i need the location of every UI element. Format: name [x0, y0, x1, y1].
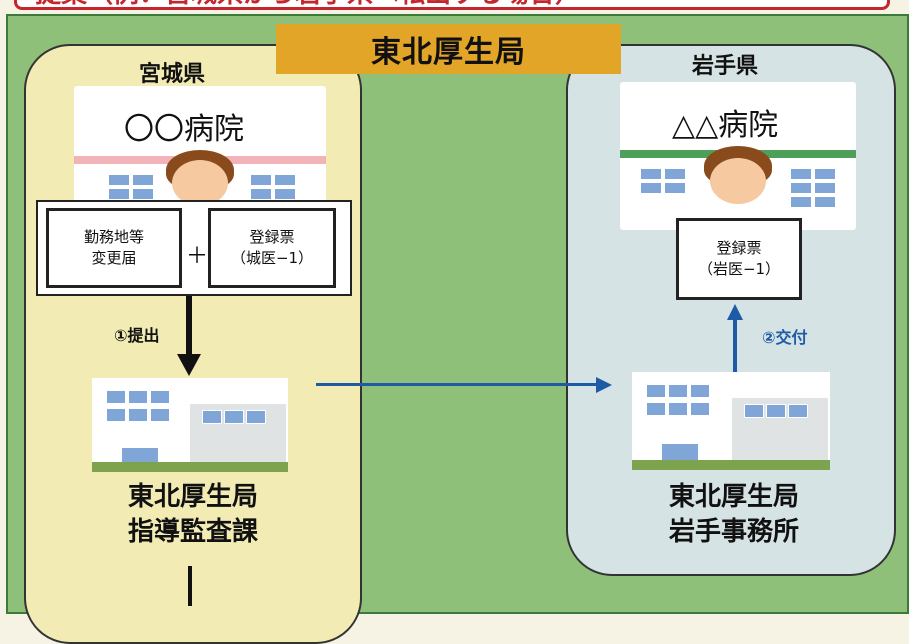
change-notice-line2: 変更届 — [91, 249, 137, 267]
issue-step-label: ②交付 — [762, 328, 808, 347]
iwate-label: 岩手県 — [692, 54, 759, 79]
issue-arrow-shaft — [733, 318, 737, 388]
issue-arrow-head-icon — [727, 304, 743, 320]
iwate-office-name: 東北厚生局 岩手事務所 — [636, 480, 832, 550]
change-notice-line1: 勤務地等 — [83, 228, 144, 246]
iwate-hospital-name: △△病院 — [672, 108, 779, 143]
transfer-arrow-shaft — [316, 383, 598, 386]
iwate-office-building-icon — [632, 372, 830, 470]
miyagi-office-line2: 指導監査課 — [127, 517, 258, 548]
iwate-registration-document: 登録票 （岩医−1） — [676, 218, 802, 300]
iwate-registration-line2: （岩医−1） — [697, 260, 781, 278]
plus-sign: ＋ — [186, 244, 209, 269]
change-notice-document: 勤務地等 変更届 — [46, 208, 182, 288]
iwate-office-line2: 岩手事務所 — [668, 517, 799, 548]
banner-text: 提案（例：宮城県から岩手県へ転出する場合） — [35, 0, 581, 7]
miyagi-registration-document: 登録票 （城医−1） — [208, 208, 336, 288]
top-banner: 提案（例：宮城県から岩手県へ転出する場合） — [14, 0, 890, 10]
submit-step-label: ①提出 — [114, 326, 160, 345]
title-bar: 東北厚生局 — [276, 24, 621, 74]
miyagi-office-building-icon — [92, 378, 288, 472]
miyagi-office-line1: 東北厚生局 — [127, 482, 258, 512]
miyagi-registration-line2: （城医−1） — [230, 249, 314, 267]
iwate-staff-avatar — [698, 146, 778, 216]
iwate-registration-line1: 登録票 — [716, 239, 762, 257]
miyagi-hospital-name: 〇〇病院 — [124, 112, 244, 147]
submit-arrow-head-icon — [177, 354, 201, 376]
miyagi-office-name: 東北厚生局 指導監査課 — [98, 480, 288, 550]
miyagi-registration-line1: 登録票 — [249, 228, 295, 246]
submit-arrow-shaft — [186, 296, 192, 356]
continuation-line — [188, 566, 192, 606]
diagram-title: 東北厚生局 — [371, 35, 526, 70]
miyagi-staff-avatar — [160, 150, 240, 210]
iwate-office-line1: 東北厚生局 — [668, 482, 799, 512]
transfer-arrow-head-icon — [596, 377, 612, 393]
miyagi-label: 宮城県 — [139, 62, 206, 87]
